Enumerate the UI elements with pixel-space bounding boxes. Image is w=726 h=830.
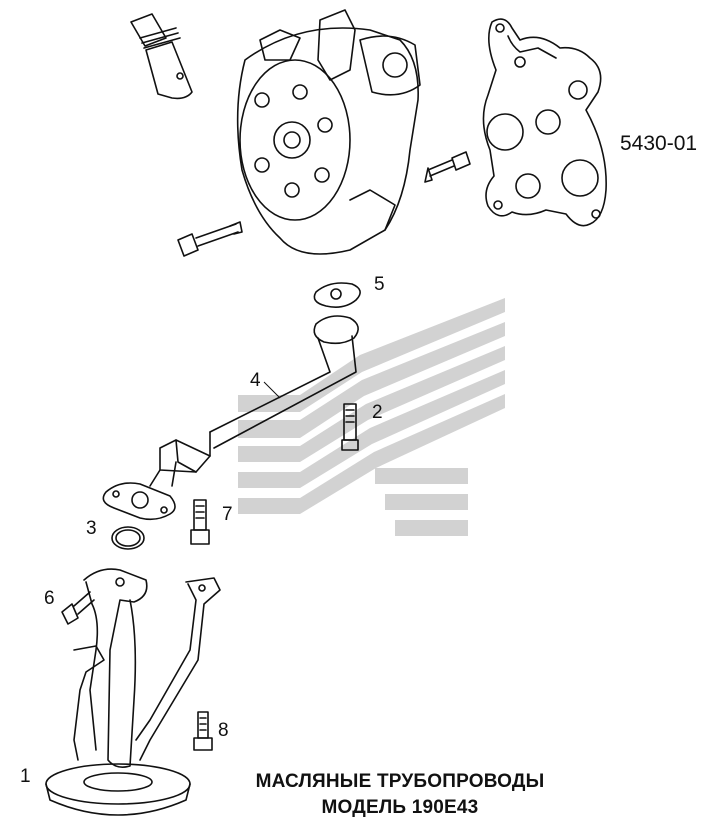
callout-1: 1 — [20, 766, 31, 787]
part-6-bolt — [61, 591, 95, 625]
callout-6: 6 — [44, 588, 55, 609]
leader-lines — [263, 381, 281, 399]
part-7-bolt — [190, 499, 210, 545]
part-5-gasket — [313, 282, 361, 308]
caption-title: МАСЛЯНЫЕ ТРУБОПРОВОДЫ — [255, 771, 545, 792]
filler-tube — [130, 13, 193, 100]
callout-2: 2 — [372, 402, 383, 423]
pump-bolt-right — [424, 151, 471, 183]
callout-5: 5 — [374, 274, 385, 295]
part-4-pipe — [149, 315, 359, 487]
watermark-logo — [238, 298, 505, 536]
pump-bolt-left — [177, 221, 243, 257]
part-1-suction-pipe — [45, 568, 221, 816]
caption-model: МОДЕЛЬ 190Е43 — [321, 797, 479, 818]
callout-4: 4 — [250, 370, 261, 391]
pump-gasket — [482, 18, 607, 227]
callout-7: 7 — [222, 504, 233, 525]
drawing-code: 5430-01 — [620, 132, 697, 155]
callout-8: 8 — [218, 720, 229, 741]
callout-3: 3 — [86, 518, 97, 539]
part-3-o-ring — [111, 526, 145, 550]
pipe-flange — [102, 482, 176, 521]
part-8-bolt — [193, 711, 213, 751]
oil-pump — [236, 9, 421, 255]
part-2-bolt — [341, 403, 359, 451]
